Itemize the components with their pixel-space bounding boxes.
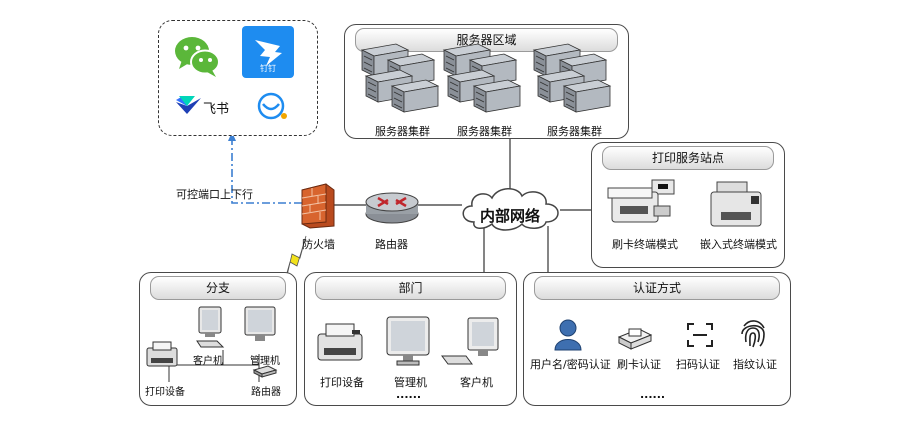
branch-title: 分支 <box>150 276 286 300</box>
feishu-label: 飞书 <box>203 102 230 117</box>
branch-printer-label: 打印设备 <box>145 387 185 398</box>
branch-router-icon <box>252 365 278 378</box>
branch-printer-icon <box>146 341 178 367</box>
branch-topology <box>168 350 260 382</box>
department-manager-monitor-icon <box>386 316 430 366</box>
print-station-title: 打印服务站点 <box>602 146 774 170</box>
server-cluster-icon <box>532 43 612 113</box>
department-manager-label: 管理机 <box>394 376 427 389</box>
router-label: 路由器 <box>375 238 408 251</box>
server-cluster-label: 服务器集群 <box>457 125 512 138</box>
port-link-line <box>231 137 302 204</box>
port-label: 可控端口上下行 <box>176 188 253 201</box>
server-cluster-icon <box>442 43 522 113</box>
embedded-printer-icon <box>710 181 762 227</box>
firewall-label: 防火墙 <box>302 238 335 251</box>
scan-code-icon <box>687 323 713 347</box>
server-cluster-label: 服务器集群 <box>547 125 602 138</box>
branch-manager-monitor-icon <box>244 306 276 341</box>
auth-method-label: 刷卡认证 <box>617 358 661 371</box>
auth-method-label: 指纹认证 <box>733 358 777 371</box>
auth-title: 认证方式 <box>534 276 780 300</box>
auth-method-label: 扫码认证 <box>676 358 720 371</box>
internal-network-cloud <box>462 188 559 231</box>
department-client-label: 客户机 <box>460 376 493 389</box>
feishu-icon <box>176 96 201 114</box>
embedded-terminal-mode-label: 嵌入式终端模式 <box>700 238 777 251</box>
department-printer-label: 打印设备 <box>320 376 364 389</box>
branch-client-label: 客户机 <box>193 356 223 367</box>
branch-manager-label: 管理机 <box>250 356 280 367</box>
auth-method-label: 用户名/密码认证 <box>530 358 611 371</box>
branch-client-monitor-icon <box>196 306 225 348</box>
card-reader-icon <box>617 328 653 350</box>
wechat-icon <box>175 37 220 77</box>
dingtalk-icon: 钉钉 <box>242 26 294 78</box>
user-password-icon <box>554 319 582 351</box>
department-more-ellipsis: ...... <box>396 388 422 401</box>
card-printer-icon <box>607 179 675 223</box>
card-terminal-mode-label: 刷卡终端模式 <box>612 238 678 251</box>
internal-network-label: 内部网络 <box>480 207 541 225</box>
port-link-arrow <box>228 132 236 141</box>
server-cluster-label: 服务器集群 <box>375 125 430 138</box>
auth-more-ellipsis: ...... <box>640 388 666 401</box>
department-title: 部门 <box>315 276 506 300</box>
dingtalk-label: 钉钉 <box>260 64 276 73</box>
branch-panel: 分支 <box>139 272 297 406</box>
department-printer-icon <box>317 323 363 361</box>
fingerprint-icon <box>741 320 765 348</box>
department-client-monitor-icon <box>441 317 499 365</box>
chat-bubble-icon <box>257 92 287 120</box>
branch-router-label: 路由器 <box>251 387 281 398</box>
server-cluster-icon <box>360 43 440 113</box>
router-icon <box>365 192 419 224</box>
firewall-icon <box>301 183 335 229</box>
